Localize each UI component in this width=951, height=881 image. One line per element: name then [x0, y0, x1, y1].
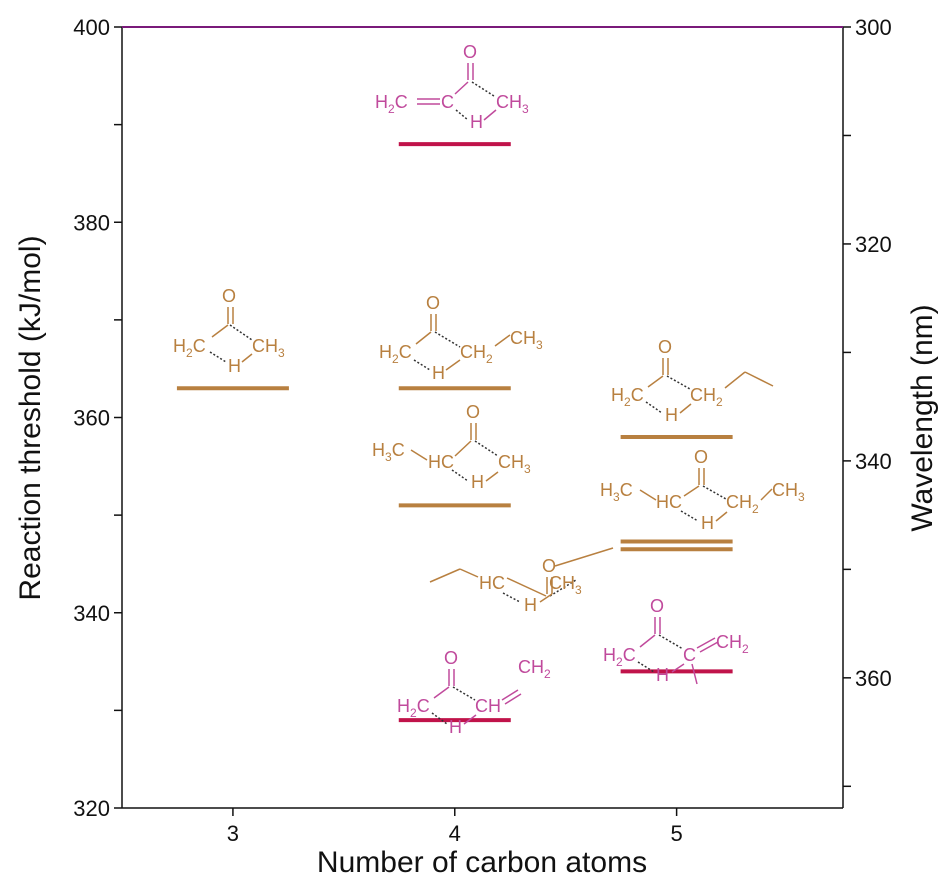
svg-text:H3C: H3C — [600, 480, 633, 504]
structure-pentanone-2: O H2C CH2 H — [611, 337, 774, 425]
structure-butanone: O H2C CH2 CH3 H — [379, 293, 543, 383]
svg-text:H2C: H2C — [611, 385, 644, 409]
svg-text:CH3: CH3 — [772, 480, 805, 504]
x-tick-label: 4 — [449, 821, 461, 846]
y-tick-label: 320 — [73, 796, 110, 821]
svg-text:CH2: CH2 — [716, 632, 749, 656]
svg-text:O: O — [444, 648, 458, 668]
svg-text:C: C — [683, 645, 696, 665]
svg-text:H: H — [656, 665, 669, 685]
right-axis-ticks: 300 320 340 360 — [843, 15, 892, 788]
y-tick-label: 380 — [73, 210, 110, 235]
svg-text:CH2: CH2 — [518, 657, 551, 681]
energy-levels — [176, 142, 733, 723]
y-tick-label: 360 — [73, 406, 110, 431]
x-tick-label: 3 — [227, 821, 239, 846]
y2-tick-label: 340 — [855, 449, 892, 474]
svg-text:O: O — [658, 337, 672, 357]
svg-text:CH2: CH2 — [690, 385, 723, 409]
svg-text:H: H — [449, 717, 462, 737]
svg-text:CH2: CH2 — [460, 342, 493, 366]
svg-text:O: O — [463, 42, 477, 62]
svg-text:H: H — [471, 472, 484, 492]
svg-text:CH3: CH3 — [498, 452, 531, 476]
svg-text:CH3: CH3 — [510, 328, 543, 352]
y2-tick-label: 360 — [855, 666, 892, 691]
x-tick-label: 5 — [670, 821, 682, 846]
svg-text:H: H — [432, 363, 445, 383]
y2-axis-title: Wavelength (nm) — [906, 304, 939, 531]
svg-text:H2C: H2C — [173, 336, 206, 360]
svg-text:CH3: CH3 — [496, 92, 529, 116]
svg-text:O: O — [426, 293, 440, 313]
svg-text:CH3: CH3 — [549, 573, 582, 597]
svg-text:H: H — [524, 595, 537, 615]
svg-text:H2C: H2C — [375, 92, 408, 116]
structure-pentanone-3: O H3C HC CH2 CH3 H — [600, 447, 805, 533]
svg-text:O: O — [542, 556, 556, 576]
svg-text:CH: CH — [475, 696, 501, 716]
svg-text:H3C: H3C — [372, 440, 405, 464]
structure-mvk: O H2C C CH3 H — [375, 42, 529, 132]
svg-text:O: O — [694, 447, 708, 467]
svg-text:O: O — [650, 596, 664, 616]
svg-text:O: O — [222, 286, 236, 306]
svg-text:HC: HC — [479, 573, 505, 593]
x-axis-title: Number of carbon atoms — [317, 846, 647, 879]
structure-bottom-pink-4: O H2C CH CH2 H — [397, 648, 551, 737]
svg-text:O: O — [466, 402, 480, 422]
svg-text:H2C: H2C — [603, 645, 636, 669]
svg-text:H2C: H2C — [397, 696, 430, 720]
svg-text:CH3: CH3 — [252, 336, 285, 360]
structure-acetone: O H2C CH3 H — [173, 286, 285, 376]
svg-text:H: H — [228, 356, 241, 376]
structure-methylbutanone: O HC CH3 H — [429, 547, 614, 615]
y2-tick-label: 320 — [855, 232, 892, 257]
svg-text:H: H — [701, 513, 714, 533]
svg-text:HC: HC — [656, 492, 682, 512]
left-axis-ticks: 320 340 360 380 400 — [73, 15, 122, 821]
y-tick-label: 400 — [73, 15, 110, 40]
y-tick-label: 340 — [73, 601, 110, 626]
bottom-axis-ticks: 3 4 5 — [227, 808, 683, 846]
y2-tick-label: 300 — [855, 15, 892, 40]
svg-text:C: C — [441, 92, 454, 112]
svg-text:H2C: H2C — [379, 342, 412, 366]
svg-text:CH2: CH2 — [726, 492, 759, 516]
structure-butanone-alt: O H3C HC CH3 H — [372, 402, 531, 492]
svg-text:HC: HC — [428, 452, 454, 472]
svg-text:H: H — [665, 405, 678, 425]
y-axis-title: Reaction threshold (kJ/mol) — [14, 235, 47, 600]
svg-text:H: H — [470, 112, 483, 132]
structure-bottom-pink-5: O H2C C CH2 H — [603, 596, 749, 685]
